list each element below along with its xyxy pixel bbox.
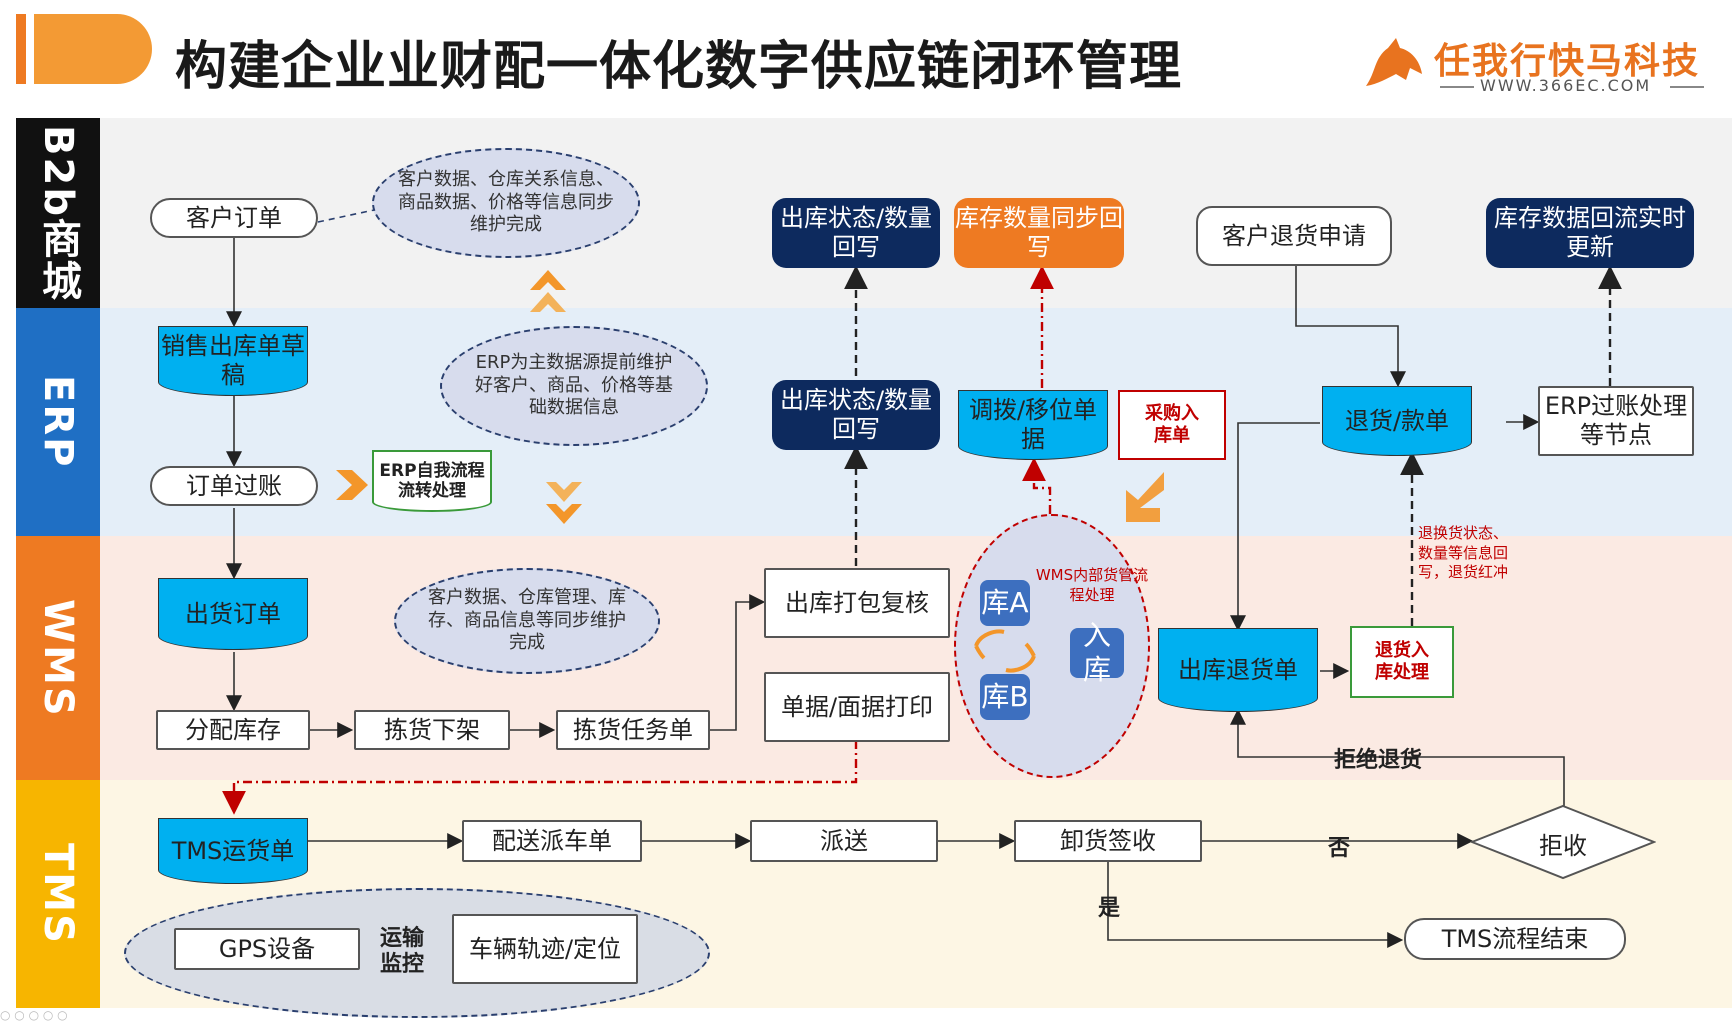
header-accent xyxy=(16,14,26,84)
wms-outbound-return: 出库退货单 xyxy=(1158,628,1318,712)
wms-allocate: 分配库存 xyxy=(156,710,310,750)
chevron-down-left-icon xyxy=(1120,468,1170,528)
lane-label-b2b: B2b商城 xyxy=(16,118,100,308)
wms-internal-note: WMS内部货管流程处理 xyxy=(1035,566,1149,604)
erp-self-flow: ERP自我流程流转处理 xyxy=(372,450,492,512)
tms-end: TMS流程结束 xyxy=(1404,918,1626,960)
wms-stock-in: 入库 xyxy=(1070,619,1124,686)
erp-master-note: ERP为主数据源提前维护好客户、商品、价格等基础数据信息 xyxy=(440,326,708,446)
lane-label-wms: WMS xyxy=(16,536,100,780)
logo-url: WWW.366EC.COM xyxy=(1480,76,1652,95)
header-accent-bar xyxy=(34,14,152,84)
erp-return-refund: 退货/款单 xyxy=(1322,386,1472,456)
chevron-right-icon xyxy=(334,468,370,502)
chevron-down-icon xyxy=(542,474,586,534)
tms-delivery: 派送 xyxy=(750,820,938,862)
logo-divider-left xyxy=(1440,86,1474,88)
erp-return-status-note: 退换货状态、数量等信息回写，退货红冲 xyxy=(1418,524,1509,581)
warehouse-b: 库B xyxy=(980,674,1030,720)
erp-outbound-status: 出库状态/数量回写 xyxy=(772,380,940,450)
warehouse-a: 库A xyxy=(980,580,1030,626)
b2b-outbound-status: 出库状态/数量回写 xyxy=(772,198,940,268)
circular-arrows-icon xyxy=(968,626,1042,676)
wms-picking: 拣货下架 xyxy=(354,710,510,750)
tms-monitor-label: 运输监控 xyxy=(380,926,425,978)
tms-track: 车辆轨迹/定位 xyxy=(452,914,638,984)
wms-pick-task: 拣货任务单 xyxy=(556,710,710,750)
customer-order: 客户订单 xyxy=(150,198,318,238)
wms-pack-check: 出库打包复核 xyxy=(764,568,950,638)
tms-unload-sign: 卸货签收 xyxy=(1014,820,1202,862)
tms-gps: GPS设备 xyxy=(174,928,360,970)
tms-reject-text: 拒收 xyxy=(1539,832,1587,860)
lane-label-erp: ERP xyxy=(16,308,100,536)
tms-no-label: 否 xyxy=(1328,836,1351,861)
lane-label-tms: TMS xyxy=(16,780,100,1008)
wms-print-docs: 单据/面据打印 xyxy=(764,672,950,742)
erp-transfer-doc: 调拨/移位单据 xyxy=(958,390,1108,460)
logo-name: 任我行快马科技 xyxy=(1434,41,1701,82)
chevron-up-icon xyxy=(526,260,570,320)
tms-waybill: TMS运货单 xyxy=(158,818,308,884)
wms-sync-note: 客户数据、仓库管理、库存、商品信息等同步维护完成 xyxy=(394,568,660,674)
reject-return-label: 拒绝退货 xyxy=(1334,748,1423,773)
erp-order-posting: 订单过账 xyxy=(150,466,318,506)
erp-posting-nodes: ERP过账处理等节点 xyxy=(1538,386,1694,456)
wms-return-receipt: 退货入库处理 xyxy=(1350,626,1454,698)
tms-dispatch: 配送派车单 xyxy=(462,820,642,862)
tms-yes-label: 是 xyxy=(1098,896,1121,921)
b2b-inventory-sync: 库存数量同步回写 xyxy=(954,198,1124,268)
erp-purchase-receipt: 采购入库单 xyxy=(1118,390,1226,460)
customer-return-request: 客户退货申请 xyxy=(1196,206,1392,266)
b2b-inventory-realtime: 库存数据回流实时更新 xyxy=(1486,198,1694,268)
logo-icon xyxy=(1362,34,1426,90)
logo-divider-right xyxy=(1670,86,1704,88)
b2b-sync-note: 客户数据、仓库关系信息、商品数据、价格等信息同步维护完成 xyxy=(372,148,640,258)
tms-reject-diamond xyxy=(1470,804,1656,880)
wms-shipping-order: 出货订单 xyxy=(158,578,308,650)
erp-sales-draft: 销售出库单草稿 xyxy=(158,326,308,396)
page-title: 构建企业业财配一体化数字供应链闭环管理 xyxy=(175,37,1183,97)
footer-controls: ○ ○ ○ ○ ○ xyxy=(0,1008,68,1022)
